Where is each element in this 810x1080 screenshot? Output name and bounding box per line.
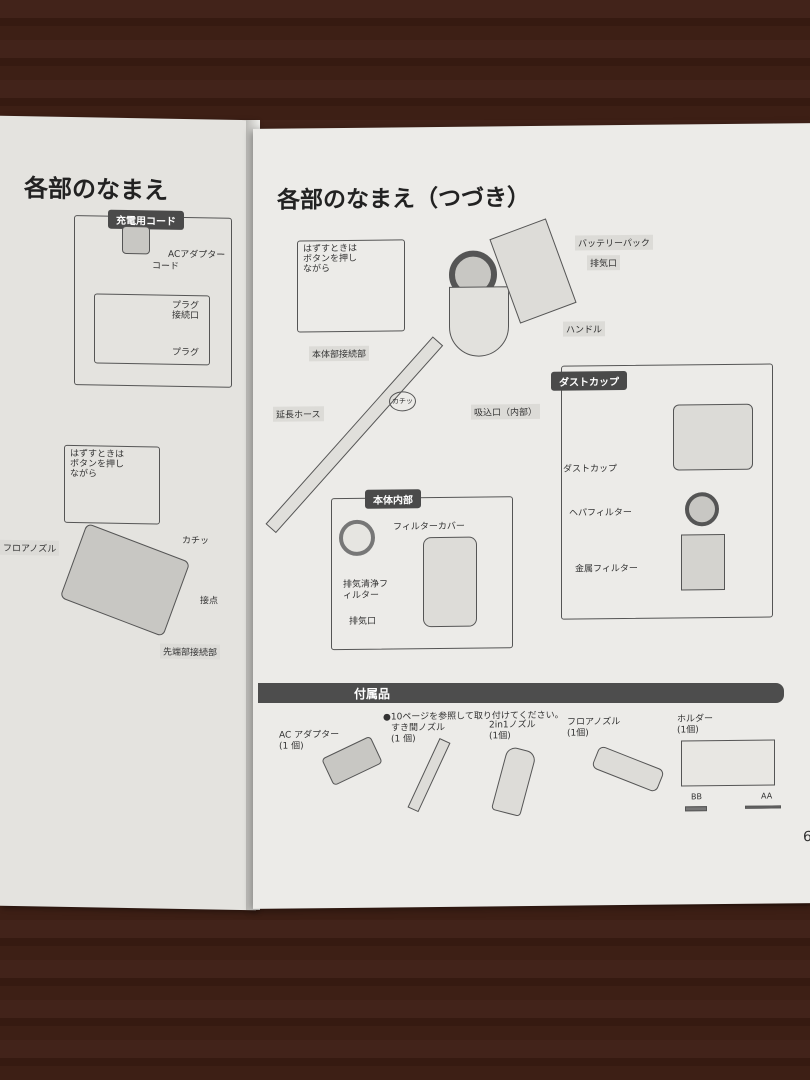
accessories-note: ●10ページを参照して取り付けてください。	[383, 710, 564, 723]
hepa-filter-label: ヘパフィルター	[569, 507, 632, 519]
page-number: 6	[803, 829, 810, 846]
plug-label: プラグ	[172, 347, 200, 359]
cord-label: コード	[152, 261, 180, 272]
extension-hose-label: 延長ホース	[273, 406, 324, 422]
metal-filter-label: 金属フィルター	[575, 563, 638, 575]
accessories-header-bar: 付属品	[258, 683, 784, 703]
screw-bb-icon	[685, 806, 707, 812]
accessory-qty: (1個)	[677, 725, 699, 736]
accessory-qty: (1 個)	[279, 741, 304, 752]
motor-body-illustration	[449, 286, 509, 357]
filter-cover-label: フィルターカバー	[393, 521, 465, 533]
crevice-nozzle-illustration	[407, 738, 451, 813]
accessory-floor-nozzle: フロアノズル(1個)	[567, 717, 620, 740]
intake-label: 吸込口（内部）	[471, 403, 541, 420]
battery-pack-label: バッテリーパック	[575, 234, 653, 251]
dust-cup-illustration	[673, 403, 753, 471]
accessories-title: 付属品	[354, 687, 391, 701]
accessory-name: フロアノズル	[567, 717, 621, 728]
dust-cup-tag: ダストカップ	[551, 371, 627, 391]
2in1-nozzle-illustration	[490, 745, 538, 817]
body-interior-illustration	[423, 536, 477, 628]
screw-aa-label: AA	[761, 791, 773, 801]
detach-hint-text: はずすときはボタンを押しながら	[303, 243, 358, 275]
filter-cover-illustration	[339, 519, 375, 557]
floor-nozzle-label: フロアノズル	[0, 539, 60, 556]
right-page-title: 各部のなまえ（つづき）	[277, 185, 530, 214]
screw-aa-icon	[745, 805, 781, 809]
plug-port-label: プラグ接続口	[172, 300, 200, 322]
accessory-name: すき間ノズル	[391, 722, 446, 734]
dust-cup-box	[561, 363, 773, 620]
metal-filter-illustration	[681, 533, 725, 591]
click-label: カチッ	[182, 535, 210, 547]
floor-nozzle-illustration	[591, 745, 665, 793]
exhaust-filter-label: 排気清浄フィルター	[343, 579, 389, 601]
handle-label: ハンドル	[563, 321, 606, 337]
accessory-holder: ホルダー(1個)	[677, 714, 713, 736]
charger-body-illustration	[122, 225, 150, 255]
dust-cup-label: ダストカップ	[563, 464, 618, 475]
left-page-title: 各部のなまえ	[24, 174, 168, 205]
accessory-name: ホルダー	[677, 714, 714, 725]
tip-connector-label: 先端部接続部	[160, 643, 221, 660]
holder-illustration	[681, 739, 775, 787]
detach-hint-text: はずすときはボタンを押しながら	[70, 448, 125, 480]
interior-exhaust-label: 排気口	[349, 616, 377, 627]
body-connector-label: 本体部接続部	[309, 345, 370, 362]
right-page: 各部のなまえ（つづき） はずすときはボタンを押しながら バッテリーパック 排気口…	[253, 123, 810, 909]
floor-nozzle-illustration	[59, 522, 191, 638]
accessory-ac-adapter: AC アダプター(1 個)	[279, 730, 339, 753]
body-interior-tag: 本体内部	[365, 489, 421, 509]
screw-bb-label: BB	[691, 792, 702, 802]
accessory-name: 2in1ノズル	[489, 719, 536, 731]
hepa-filter-illustration	[685, 492, 719, 527]
contact-label: 接点	[200, 596, 219, 607]
accessory-qty: (1個)	[489, 731, 511, 742]
exhaust-label: 排気口	[587, 255, 621, 271]
click-label: カチッ	[389, 391, 416, 412]
accessory-2in1-nozzle: 2in1ノズル(1個)	[489, 720, 536, 742]
accessory-name: AC アダプター	[279, 730, 340, 741]
accessory-qty: (1個)	[567, 728, 589, 739]
left-page: 各部のなまえ 充電用コード ACアダプター コード プラグ接続口 プラグ はずす…	[0, 115, 256, 911]
